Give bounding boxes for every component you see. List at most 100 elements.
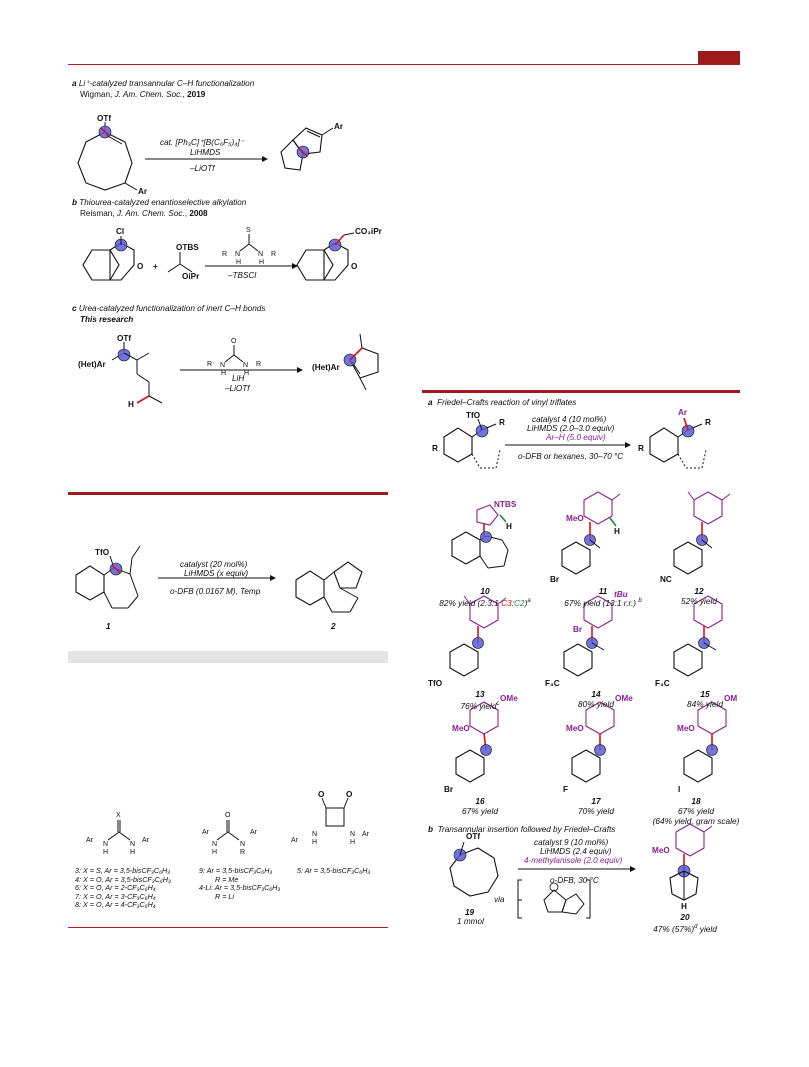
panel-b-thio-n2: N (258, 251, 264, 258)
panel-b-thio-r1: R (222, 251, 228, 258)
scope-b-sm-num: 19 (465, 908, 475, 917)
cmpd11-meo: MeO (566, 514, 584, 523)
table-rule-thick (68, 492, 388, 495)
cmpd14-caption: 14 80% yield (578, 689, 614, 709)
scope-b-otf: OTf (466, 832, 481, 841)
panel-b-plus: + (153, 262, 158, 271)
table-header-band (68, 651, 388, 663)
panel-a-reagent3: –LiOTf (190, 164, 215, 173)
cmpd11-h: H (614, 527, 620, 536)
panel-b-byproduct: –TBSCl (228, 271, 257, 280)
scope-a-ar: Ar (678, 408, 688, 417)
cmpd16-br: Br (444, 785, 454, 794)
scope-b-sm-scale: 1 mmol (457, 917, 484, 926)
panel-a-reagent2: LiHMDS (190, 148, 221, 157)
panel-c-h: H (128, 400, 134, 409)
panel-c-subtitle: This research (80, 315, 134, 324)
cmpd16-meo: MeO (452, 724, 470, 733)
header-rule (68, 64, 740, 65)
cmpd12-nc: NC (660, 575, 672, 584)
panel-a-reagent1: cat. [Ph₃C]⁺[B(C₆F₅)₄]⁻ (160, 138, 245, 147)
catalyst-legend-col3: 5: Ar = 3,5-bisCF₃C₆H₃ (297, 866, 371, 875)
panel-a-ar-pr: Ar (334, 122, 344, 131)
panel-a-otf: OTf (97, 114, 112, 123)
cmpd18-om: OM (724, 694, 738, 703)
panel-c-urea-n1: N (220, 362, 226, 369)
scope-a-reagent2: LiHMDS (2.0–3.0 equiv) (527, 424, 615, 433)
panel-b-thio-s: S (246, 227, 251, 234)
panel-b-thio-h1: H (236, 259, 242, 266)
cmpd17-meo: MeO (566, 724, 584, 733)
catalyst-legend-col2: 9: Ar = 3,5-bisCF₃C₆H₃ R = Me 4-Li: Ar =… (199, 866, 281, 901)
table-reagent2: LiHMDS (x equiv) (184, 569, 249, 578)
panel-c-hetar2: (Het)Ar (312, 363, 340, 372)
cat2-h: H (212, 849, 218, 856)
scope-rule-thick (422, 390, 740, 393)
cmpd12-caption: 12 52% yield (681, 586, 717, 606)
panel-b-thio-h2: H (259, 259, 265, 266)
cmpd10-h: H (506, 522, 512, 531)
panel-b-o2: O (351, 262, 358, 271)
scope-a-tfo: TfO (466, 411, 481, 420)
cmpd11-caption: 11 67% yield (13:1 r.r.) b (564, 586, 642, 608)
scope-a-reagent4: o-DFB or hexanes, 30–70 °C (518, 452, 624, 461)
panel-c-otf: OTf (117, 334, 132, 343)
scope-b-reagent1: catalyst 9 (10 mol%) (534, 838, 609, 847)
cat2-r: R (240, 849, 246, 856)
panel-c-urea-h1: H (221, 370, 227, 377)
cat2-ar2: Ar (250, 829, 257, 836)
panel-c-urea-r1: R (207, 361, 213, 368)
scope-b-reagent4: o-DFB, 30 °C (550, 876, 599, 885)
table-tfo: TfO (95, 548, 110, 557)
cmpd14-f3c: F₃C (545, 679, 560, 688)
scope-a-r3: R (705, 418, 711, 427)
scope-a-r1: R (499, 418, 505, 427)
panel-a-ar-sm: Ar (138, 187, 148, 196)
panel-c-title: c Urea-catalyzed functionalization of in… (72, 304, 266, 313)
panel-b-thio-n1: N (235, 251, 241, 258)
cmpd17-caption: 17 70% yield (578, 796, 614, 816)
panel-b-oipr: OiPr (182, 272, 200, 281)
scope-a-title: a Friedel–Crafts reaction of vinyl trifl… (428, 398, 577, 407)
header-red-tab (698, 51, 740, 64)
cat3-ar2: Ar (362, 831, 369, 838)
catalyst-bottom-rule (68, 927, 388, 928)
scope-a-reagent3: Ar–H (5.0 equiv) (546, 433, 606, 442)
panel-c-hetar: (Het)Ar (78, 360, 106, 369)
table-pr-num: 2 (331, 622, 336, 631)
cmpd20-caption: 20 47% (57%)d yield (653, 912, 717, 934)
panel-c-lih: LiH (232, 374, 245, 383)
cmpd15-f3c: F₃C (655, 679, 670, 688)
cmpd16-ome: OMe (500, 694, 518, 703)
cat3-n2: N (350, 831, 356, 838)
scope-b-meo: MeO (652, 846, 670, 855)
cat1-h1: H (103, 849, 109, 856)
cmpd10-caption: 10 82% yield (2.3:1 C3:C2)a (439, 586, 531, 608)
scope-a-reagent1: catalyst 4 (10 mol%) (532, 415, 607, 424)
table-reagent1: catalyst (20 mol%) (180, 560, 248, 569)
panel-b-cl: Cl (116, 227, 125, 236)
panel-a-title: a Li⁺-catalyzed transannular C–H functio… (72, 79, 255, 88)
cat1-ar1: Ar (86, 837, 93, 844)
cmpd10-ntbs: NTBS (494, 500, 517, 509)
panel-b-citation: Reisman, J. Am. Chem. Soc., 2008 (80, 209, 208, 218)
panel-c-urea-n2: N (243, 362, 249, 369)
scope-b-reagent2: LiHMDS (2.4 equiv) (540, 847, 612, 856)
panel-c-urea-r2: R (256, 361, 262, 368)
scope-b-reagent3: 4-methylanisole (2.0 equiv) (524, 856, 623, 865)
cat2-ar1: Ar (202, 829, 209, 836)
cmpd14-tbu: tBu (614, 590, 628, 599)
cat3-ar1: Ar (291, 837, 298, 844)
cat1-x: X (116, 812, 121, 819)
cmpd18-caption: 18 67% yield (64% yield, gram scale) (652, 796, 740, 826)
cat2-o: O (225, 812, 231, 819)
cmpd16-caption: 16 67% yield (462, 796, 498, 816)
panel-a-citation: Wigman, J. Am. Chem. Soc., 2019 (80, 90, 206, 99)
cat3-o1: O (318, 790, 325, 799)
cat3-n1: N (312, 831, 318, 838)
cmpd18-meo: MeO (677, 724, 695, 733)
